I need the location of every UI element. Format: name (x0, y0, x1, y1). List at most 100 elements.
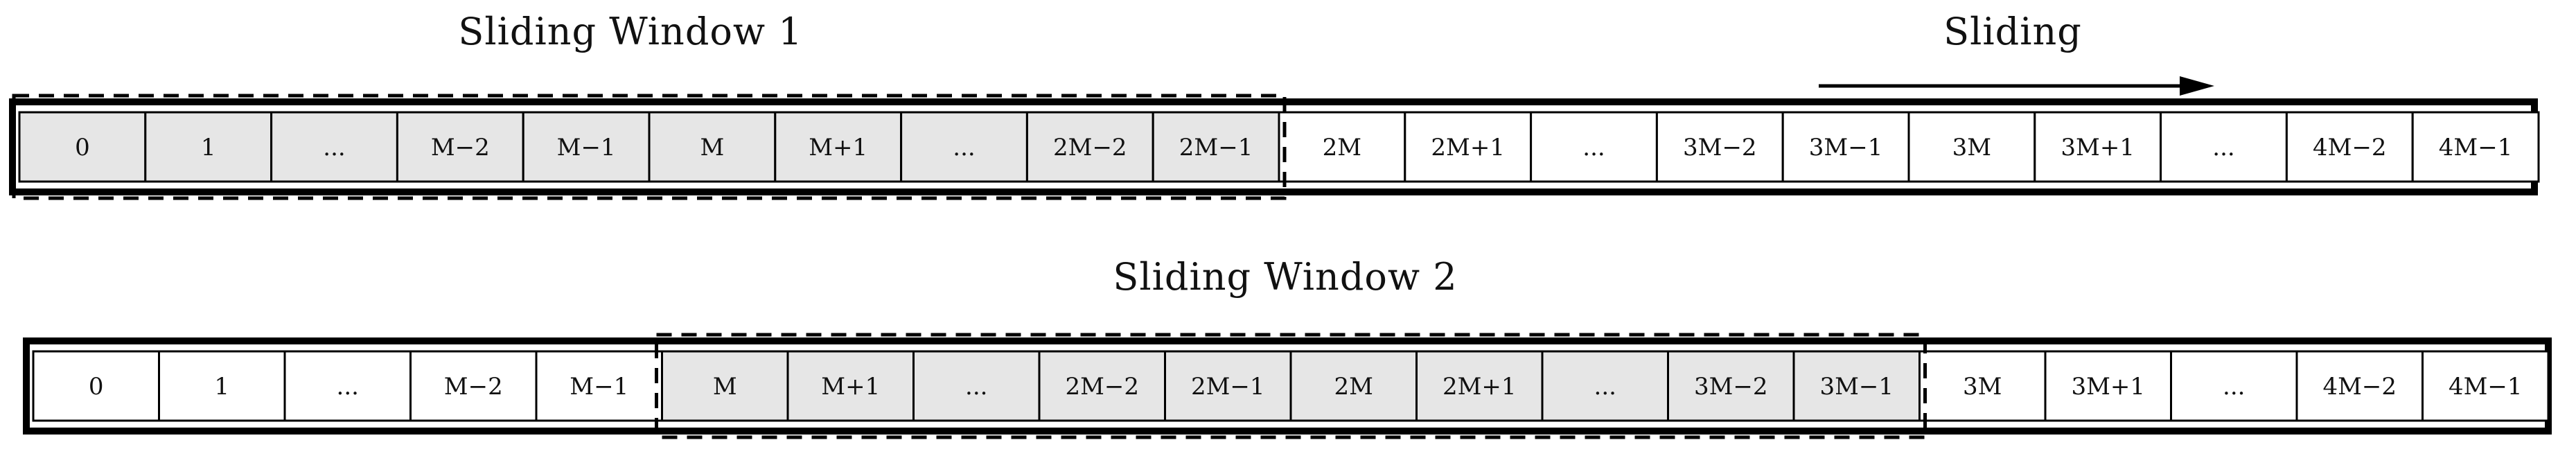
cell-box (270, 111, 398, 183)
cell-label: ... (1594, 373, 1616, 401)
cell-box (18, 111, 147, 183)
cell-label: ... (323, 134, 345, 161)
cell-box (774, 111, 903, 183)
cell: 3M−1 (1781, 111, 1910, 183)
cell-box (1404, 111, 1533, 183)
cell-label: M+1 (809, 134, 867, 161)
cell: 4M−1 (2411, 111, 2540, 183)
cell-label: 3M−1 (1819, 373, 1894, 401)
cell-label: M−1 (557, 134, 616, 161)
cell-label: 2M (1334, 373, 1373, 401)
cell-label: 3M−1 (1809, 134, 1883, 161)
cell-label: 2M−1 (1191, 373, 1265, 401)
cell-label: 2M+1 (1443, 373, 1517, 401)
cell-label: 2M−2 (1053, 134, 1127, 161)
cell-box (1918, 350, 2047, 422)
cell-label: 4M−1 (2449, 373, 2523, 401)
cell: M−1 (535, 350, 663, 422)
cell: M−1 (522, 111, 651, 183)
cell-label: 1 (201, 134, 216, 161)
cell-box (1792, 350, 1921, 422)
cell-label: 2M+1 (1431, 134, 1505, 161)
cell: M−2 (409, 350, 538, 422)
cell-box (1278, 111, 1406, 183)
cell-box (1025, 111, 1154, 183)
cell: 3M (1918, 350, 2047, 422)
cell-box (409, 350, 538, 422)
cell-box (2034, 111, 2162, 183)
cell-label: 4M−2 (2322, 373, 2397, 401)
cell: M+1 (786, 350, 915, 422)
cell-label: 2M−1 (1179, 134, 1253, 161)
cell: 3M (1907, 111, 2036, 183)
cell: 1 (144, 111, 273, 183)
cell-box (2295, 350, 2424, 422)
sliding-window-box (655, 333, 1927, 439)
cell-label: M (700, 134, 724, 161)
cell: 0 (32, 350, 160, 422)
cell-box (1907, 111, 2036, 183)
cell: 2M−2 (1038, 350, 1166, 422)
cell-label: 4M−1 (2439, 134, 2513, 161)
cell: ... (2160, 111, 2288, 183)
cell: M (661, 350, 789, 422)
cell-label: ... (2223, 373, 2245, 401)
cell-box (648, 111, 777, 183)
cell: 2M−1 (1164, 350, 1292, 422)
cell-box (786, 350, 915, 422)
cell-box (1164, 350, 1292, 422)
cell-label: 3M (1952, 134, 1991, 161)
cell: ... (270, 111, 398, 183)
cell-box (912, 350, 1041, 422)
cell: 2M+1 (1404, 111, 1533, 183)
cell-box (1655, 111, 1784, 183)
cell: ... (912, 350, 1041, 422)
cell-label: 2M (1323, 134, 1361, 161)
sliding-window-1-title: Sliding Window 1 (458, 10, 802, 53)
cell-label: 3M+1 (2061, 134, 2135, 161)
sliding-window-box (12, 94, 1287, 200)
cell-label: 2M−2 (1065, 373, 1139, 401)
sliding-label: Sliding (1943, 10, 2082, 53)
cell-box (2421, 350, 2550, 422)
cell-label: 3M+1 (2071, 373, 2145, 401)
cell-label: ... (953, 134, 975, 161)
cell: 3M−2 (1655, 111, 1784, 183)
cell-box (2160, 111, 2288, 183)
cell-label: M−2 (444, 373, 503, 401)
cell: 3M+1 (2044, 350, 2172, 422)
cell-box (1667, 350, 1795, 422)
cell-label: 1 (214, 373, 229, 401)
cell: 2M−1 (1152, 111, 1280, 183)
cell-box (158, 350, 286, 422)
cell-box (32, 350, 160, 422)
cell-label: 0 (89, 373, 104, 401)
cell-label: 4M−2 (2313, 134, 2387, 161)
cell-label: ... (1582, 134, 1605, 161)
cell-box (2411, 111, 2540, 183)
cell: ... (2170, 350, 2298, 422)
cell-label: ... (965, 373, 987, 401)
cell-box (535, 350, 663, 422)
cell-box (1415, 350, 1544, 422)
cell-box (1781, 111, 1910, 183)
cell-label: M+1 (821, 373, 880, 401)
cell: 3M−1 (1792, 350, 1921, 422)
cell: 2M (1278, 111, 1406, 183)
cell-box (661, 350, 789, 422)
cell-box (283, 350, 412, 422)
cell-box (900, 111, 1028, 183)
cell: ... (283, 350, 412, 422)
cell: 4M−2 (2295, 350, 2424, 422)
cell: ... (1530, 111, 1658, 183)
cell: ... (1541, 350, 1669, 422)
cell: 3M+1 (2034, 111, 2162, 183)
cell-box (396, 111, 524, 183)
cell: M+1 (774, 111, 903, 183)
cell: 4M−1 (2421, 350, 2550, 422)
cell-label: 3M−2 (1694, 373, 1768, 401)
cell: 2M+1 (1415, 350, 1544, 422)
